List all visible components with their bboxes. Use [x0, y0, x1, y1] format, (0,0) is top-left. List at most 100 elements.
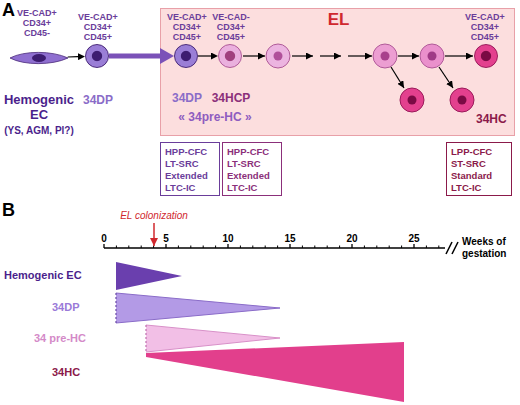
axis-number: 5 — [156, 233, 176, 245]
axis-number: 15 — [278, 233, 302, 245]
axis-tick — [215, 246, 216, 249]
site-note: (YS, AGM, Pl?) — [0, 125, 78, 137]
prehc-wedge-outline — [146, 325, 280, 352]
assay-list: HPP-CFC LT-SRC Extended LTC-IC — [165, 146, 217, 194]
axis-tick — [165, 244, 166, 248]
group-label: « 34pre-HC » — [160, 110, 270, 124]
dp-wedge — [116, 293, 280, 323]
event-label: EL colonization — [109, 210, 199, 222]
flow-arrow — [198, 55, 211, 56]
step-arrow — [398, 55, 419, 56]
assay-box: HPP-CFC LT-SRC Extended LTC-IC — [160, 142, 220, 196]
cell-name: 34DP — [167, 91, 207, 105]
cell-nucleus — [428, 52, 437, 61]
axis-tick — [302, 246, 303, 249]
axis-tick — [327, 246, 328, 249]
cell-body — [10, 52, 68, 63]
axis-tick — [289, 244, 290, 248]
axis-tick — [178, 246, 179, 249]
marker-text: VE-CAD- CD34+ CD45+ — [208, 12, 254, 42]
axis-number: 20 — [340, 233, 364, 245]
marker-text: VE-CAD+ CD34+ CD45+ — [462, 12, 508, 42]
axis-tick — [376, 246, 377, 249]
cell-circle: VE-CAD+ CD34+ CD45+34DP — [85, 44, 109, 68]
axis-break — [452, 242, 458, 254]
flow-arrow — [109, 54, 160, 59]
axis-tick — [351, 244, 352, 248]
axis-title: Weeks of gestation — [462, 236, 518, 260]
step-arrow — [320, 55, 341, 56]
cell-circle: VE-CAD+ CD34+ CD45+ — [474, 44, 498, 68]
hemogenic-cell: VE-CAD+ CD34+ CD45-Hemogenic EC(YS, AGM,… — [10, 50, 68, 66]
cell-nucleus — [408, 96, 417, 105]
cell-nucleus — [458, 96, 467, 105]
step-arrow — [348, 55, 372, 56]
cell-name: 34DP — [78, 93, 118, 107]
axis-tick — [227, 244, 228, 248]
assay-list: LPP-CFC ST-SRC Standard LTC-IC — [451, 146, 509, 194]
axis-tick — [252, 246, 253, 249]
hematopoietic-cell — [400, 88, 424, 112]
hemogenic-wedge — [116, 262, 182, 290]
axis-number: 0 — [94, 233, 114, 245]
flow-arrow — [68, 56, 78, 58]
hc-wedge — [146, 342, 404, 402]
step-arrow — [243, 55, 265, 56]
axis-number: 25 — [402, 233, 426, 245]
axis-tick — [413, 244, 414, 248]
axis-tick — [339, 246, 340, 249]
axis-tick — [240, 246, 241, 249]
progenitor-cell — [266, 44, 290, 68]
colonization-arrow — [153, 223, 155, 246]
dotted-edge — [145, 325, 146, 352]
cell-name: Hemogenic EC — [0, 92, 78, 122]
cell-name: 34HCP — [208, 91, 254, 105]
hematopoietic-cell — [450, 88, 474, 112]
axis-tick — [203, 246, 204, 249]
region-title: EL — [311, 10, 366, 30]
axis-tick — [128, 246, 129, 249]
panel-letter: A — [2, 0, 22, 20]
cell-nucleus — [381, 52, 390, 61]
axis-tick — [103, 244, 104, 248]
cell-nucleus — [32, 54, 46, 62]
axis-tick — [426, 246, 427, 249]
row-label: 34 pre-HC — [34, 332, 114, 345]
axis-tick — [265, 246, 266, 249]
axis-tick — [141, 246, 142, 249]
time-axis — [104, 247, 445, 249]
axis-break — [446, 242, 452, 254]
marker-text: VE-CAD+ CD34+ CD45+ — [75, 12, 121, 42]
cell-nucleus — [274, 52, 283, 61]
cell-name: 34HC — [476, 112, 514, 126]
marker-text: VE-CAD+ CD34+ CD45+ — [164, 12, 210, 42]
dp-wedge-outline — [116, 293, 280, 323]
axis-tick — [389, 246, 390, 249]
axis-tick — [401, 246, 402, 249]
progenitor-cell — [373, 44, 397, 68]
cell-outline — [10, 50, 68, 66]
assay-box: LPP-CFC ST-SRC Standard LTC-IC — [446, 142, 512, 196]
cell-circle: VE-CAD+ CD34+ CD45+34DP — [174, 44, 198, 68]
assay-list: HPP-CFC LT-SRC Extended LTC-IC — [227, 146, 279, 194]
row-label: 34DP — [52, 301, 102, 314]
step-arrow — [445, 55, 473, 56]
axis-tick — [438, 246, 439, 249]
step-arrow — [292, 55, 313, 56]
cell-circle: VE-CAD- CD34+ CD45+34HCP — [218, 44, 242, 68]
panel-letter: B — [2, 200, 22, 220]
axis-tick — [190, 246, 191, 249]
axis-tick — [364, 246, 365, 249]
row-label: Hemogenic EC — [4, 269, 104, 282]
row-label: 34HC — [52, 366, 102, 379]
assay-box: HPP-CFC LT-SRC Extended LTC-IC — [222, 142, 282, 196]
axis-number: 10 — [216, 233, 240, 245]
marker-text: VE-CAD+ CD34+ CD45- — [14, 8, 60, 38]
progenitor-cell — [420, 44, 444, 68]
prehc-wedge — [146, 325, 280, 352]
axis-tick — [277, 246, 278, 249]
axis-tick — [314, 246, 315, 249]
